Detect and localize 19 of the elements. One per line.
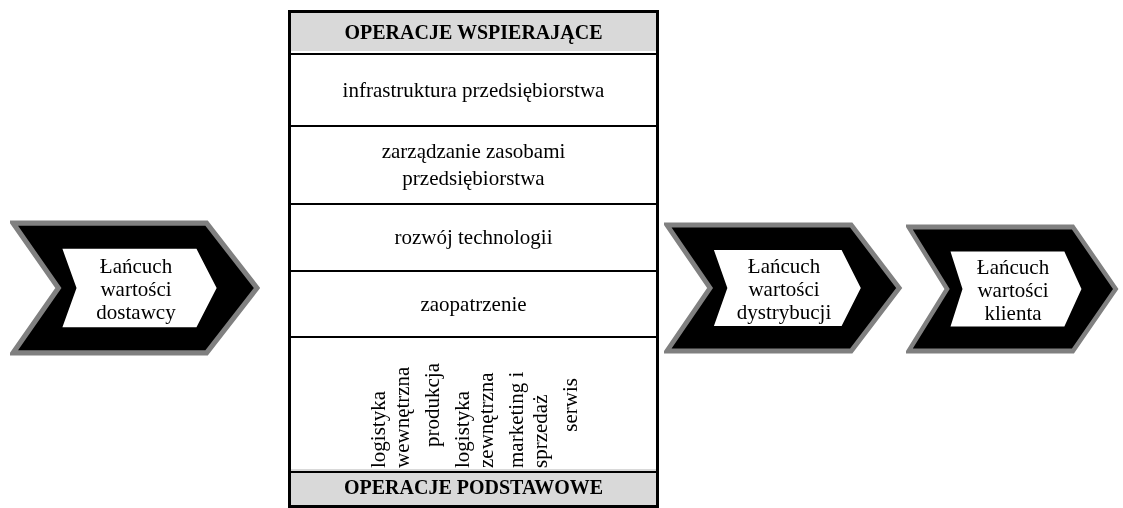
section-header: OPERACJE WSPIERAJĄCE: [291, 13, 656, 51]
section-header: OPERACJE PODSTAWOWE: [291, 469, 656, 505]
activity-label: produkcja: [419, 362, 444, 447]
activity-label: logistyka wewnętrzna: [365, 365, 414, 468]
activity-label: logistyka zewnętrzna: [449, 370, 498, 468]
activity-label: infrastruktura przedsiębiorstwa: [341, 76, 606, 104]
chevron-label: Łańcuch wartości dostawcy: [95, 254, 177, 324]
chevron-block: [10, 220, 262, 356]
activity-label: rozwój technologii: [393, 224, 554, 251]
activity-label: serwis: [557, 377, 582, 432]
activity-label: marketing i sprzedaż: [503, 370, 552, 468]
value-chain-table: [288, 10, 659, 508]
activity-label: zaopatrzenie: [419, 290, 528, 318]
chevron-block: [664, 222, 904, 354]
primary-activities-row: [291, 336, 656, 473]
activity-label: zarządzanie zasobami przedsiębiorstwa: [380, 138, 567, 192]
chevron-block: [906, 224, 1120, 354]
chevron-label: Łańcuch wartości klienta: [975, 255, 1051, 325]
chevron-label: Łańcuch wartości dystrybucji: [735, 254, 833, 324]
